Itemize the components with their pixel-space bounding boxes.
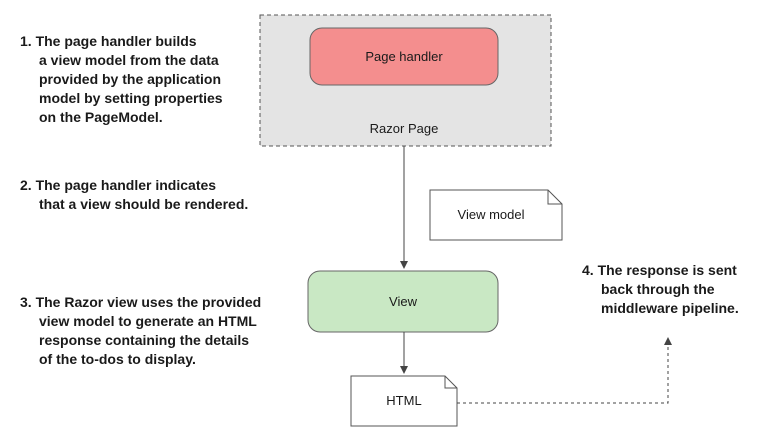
step-2-line: 2. The page handler indicates <box>20 177 216 193</box>
step-2-annotation: 2. The page handler indicates that a vie… <box>20 177 248 212</box>
step-3-line: 3. The Razor view uses the provided <box>20 294 261 310</box>
view-container: View <box>307 270 499 333</box>
response-dashed-arrow <box>457 337 672 404</box>
step-4-line: 4. The response is sent <box>582 262 737 278</box>
step-4-line: middleware pipeline. <box>601 300 739 316</box>
razor-page-container: Page handler Razor Page <box>259 14 552 147</box>
step-1-line: on the PageModel. <box>39 109 163 125</box>
html-doc-fold <box>444 376 457 389</box>
html-doc-shape <box>350 375 458 427</box>
step-1-annotation: 1. The page handler builds a view model … <box>20 33 226 125</box>
step-3-annotation: 3. The Razor view uses the provided view… <box>20 294 265 367</box>
view-model-shape <box>429 189 563 241</box>
step-3-line: response containing the details <box>39 332 249 348</box>
view-model-document: View model <box>429 189 563 241</box>
step-4-annotation: 4. The response is sent back through the… <box>582 262 741 316</box>
step-3-line: of the to-dos to display. <box>39 351 196 367</box>
page-handler-box <box>309 27 499 86</box>
step-2-line: that a view should be rendered. <box>39 196 248 212</box>
view-model-label: View model <box>458 207 525 222</box>
html-document: HTML <box>350 375 458 427</box>
html-label: HTML <box>386 393 421 408</box>
step-1-line: model by setting properties <box>39 90 223 106</box>
view-model-fold <box>547 190 562 205</box>
page-handler-label: Page handler <box>365 49 443 64</box>
view-label: View <box>389 294 418 309</box>
step-4-line: back through the <box>601 281 715 297</box>
step-1-line: a view model from the data <box>39 52 219 68</box>
view-box <box>307 270 499 333</box>
step-1-line: provided by the application <box>39 71 221 87</box>
step-1-line: 1. The page handler builds <box>20 33 197 49</box>
step-3-line: view model to generate an HTML <box>39 313 257 329</box>
razor-page-label: Razor Page <box>370 121 439 136</box>
